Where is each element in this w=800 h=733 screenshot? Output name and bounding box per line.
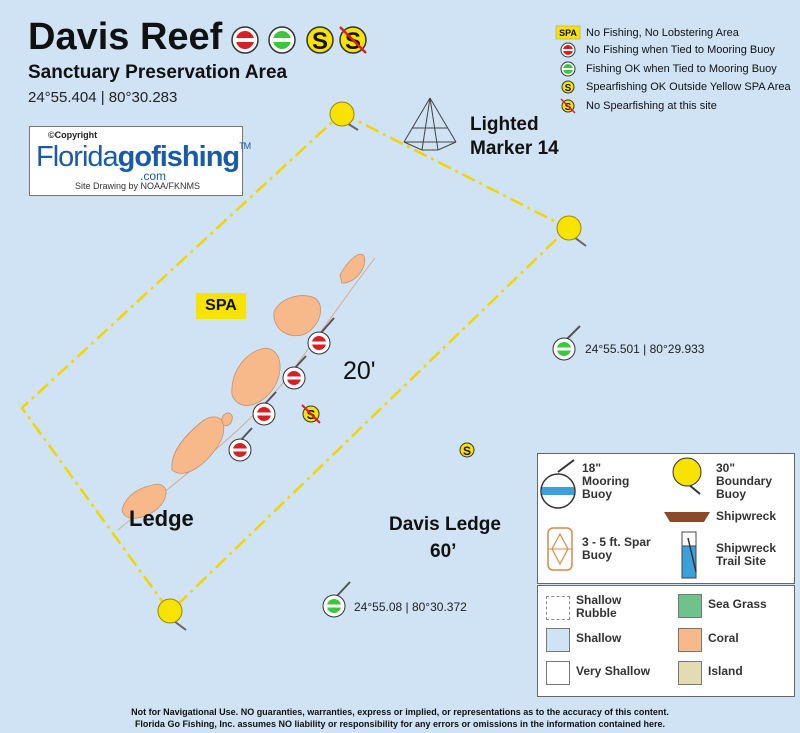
buoy-coordinates-south: 24°55.08 | 80°30.372 <box>354 600 467 614</box>
davis-ledge-label: Davis Ledge <box>389 514 501 535</box>
lighted-marker-icon <box>403 97 457 151</box>
red-mooring-buoy <box>252 391 277 426</box>
legend-very-shallow-label: Very Shallow <box>576 664 651 678</box>
spa-badge-text: SPA <box>559 28 577 38</box>
logo-brand: FloridagofishingTM <box>36 141 251 174</box>
shipwreck-icon <box>664 506 710 522</box>
depth-label-20: 20' <box>343 357 376 385</box>
spearfishing-icon: S <box>306 26 334 55</box>
swatch-shallow-rubble <box>546 596 570 620</box>
logo-brand-bold: gofishing <box>117 141 240 173</box>
coral-patch <box>339 253 366 284</box>
swatch-coral <box>678 628 702 652</box>
ledge-label: Ledge <box>129 506 194 531</box>
habitat-legend: Shallow Rubble Sea Grass Shallow Coral V… <box>537 585 795 697</box>
red-mooring-buoy-icon <box>560 42 576 58</box>
legend-text: No Fishing, No Lobstering Area <box>586 27 739 39</box>
mooring-buoy-icon <box>540 459 576 509</box>
logo-dotcom: .com <box>140 169 167 183</box>
green-mooring-buoy <box>552 325 581 361</box>
spa-label: SPA <box>196 293 246 319</box>
legend-shallow-rubble-label: Shallow Rubble <box>576 593 622 620</box>
red-mooring-buoy <box>282 355 307 390</box>
spear-glyph: S <box>565 83 572 94</box>
page-title: Davis Reef <box>28 16 223 58</box>
spar-buoy-icon <box>547 527 573 571</box>
shipwreck-trail-icon <box>681 531 697 579</box>
spear-glyph: S <box>312 28 328 55</box>
green-mooring-buoy-icon <box>560 61 576 77</box>
spa-badge <box>555 25 581 40</box>
coral-patch <box>273 295 322 337</box>
coral-patches <box>121 253 366 519</box>
boundary-buoy-icon <box>672 457 702 495</box>
red-mooring-buoy <box>307 317 335 355</box>
red-mooring-buoy <box>228 427 253 462</box>
legend-island-label: Island <box>708 664 743 678</box>
coral-patch <box>121 483 167 519</box>
symbol-legend-icons <box>540 457 710 579</box>
legend-shallow-label: Shallow <box>576 631 622 645</box>
coral-patch <box>231 347 281 406</box>
depth-label-60: 60’ <box>430 541 457 562</box>
boundary-buoy <box>329 101 359 131</box>
logo: ©Copyright FloridagofishingTM .com Site … <box>29 126 251 196</box>
legend-text: Spearfishing OK Outside Yellow SPA Area <box>586 81 791 93</box>
buoy-coordinates-east: 24°55.501 | 80°29.933 <box>585 342 705 356</box>
spear-glyph: S <box>565 102 572 113</box>
legend-shipwreck-label: Shipwreck <box>716 509 777 523</box>
coral-patch <box>171 416 225 474</box>
legend-shipwreck-trail-label: Shipwreck Trail Site <box>716 541 777 568</box>
no-spearfishing-icon: S <box>301 404 321 424</box>
logo-tm: TM <box>239 141 251 151</box>
lighted-marker-label-line2: Marker 14 <box>470 138 559 159</box>
legend-mooring-buoy-label: 18" Mooring Buoy <box>582 461 630 501</box>
swatch-shallow <box>546 628 570 652</box>
lighted-marker-label-line1: Lighted <box>470 114 539 135</box>
symbol-legend: 18" Mooring Buoy 30" Boundary Buoy Shipw… <box>537 453 795 584</box>
disclaimer-line2: Florida Go Fishing, Inc. assumes NO liab… <box>134 719 666 729</box>
logo-brand-plain: Florida <box>36 141 119 173</box>
swatch-sea-grass <box>678 594 702 618</box>
logo-copyright: ©Copyright <box>48 130 98 140</box>
legend-spar-buoy-label: 3 - 5 ft. Spar Buoy <box>582 535 651 562</box>
boundary-buoy <box>157 598 187 631</box>
spear-glyph: S <box>463 444 471 458</box>
legend-text: No Spearfishing at this site <box>586 100 717 112</box>
site-coordinates: 24°55.404 | 80°30.283 <box>28 89 178 106</box>
legend-text: Fishing OK when Tied to Mooring Buoy <box>586 63 777 75</box>
logo-credit: Site Drawing by NOAA/FKNMS <box>75 181 201 191</box>
spearfishing-icon: S <box>459 442 475 458</box>
no-spearfishing-icon: S <box>339 26 367 55</box>
legend-text: No Fishing when Tied to Mooring Buoy <box>586 44 775 56</box>
swatch-island <box>678 661 702 685</box>
legend-coral-label: Coral <box>708 631 739 645</box>
top-legend-icons: SPA S S <box>555 25 581 114</box>
legend-boundary-buoy-label: 30" Boundary Buoy <box>716 461 773 501</box>
page-subtitle: Sanctuary Preservation Area <box>28 62 288 83</box>
legend-sea-grass-label: Sea Grass <box>708 597 767 611</box>
spearfishing-icon: S <box>561 80 575 94</box>
swatch-very-shallow <box>546 661 570 685</box>
red-mooring-buoy-icon <box>231 26 259 54</box>
no-spearfishing-icon: S <box>560 98 576 114</box>
spa-boundary <box>20 111 571 614</box>
disclaimer-line1: Not for Navigational Use. NO guaranties,… <box>131 707 669 717</box>
boundary-buoy <box>556 215 587 247</box>
green-mooring-buoy-icon <box>268 26 296 54</box>
green-mooring-buoy <box>322 581 351 618</box>
title-icons: S S <box>231 26 367 55</box>
